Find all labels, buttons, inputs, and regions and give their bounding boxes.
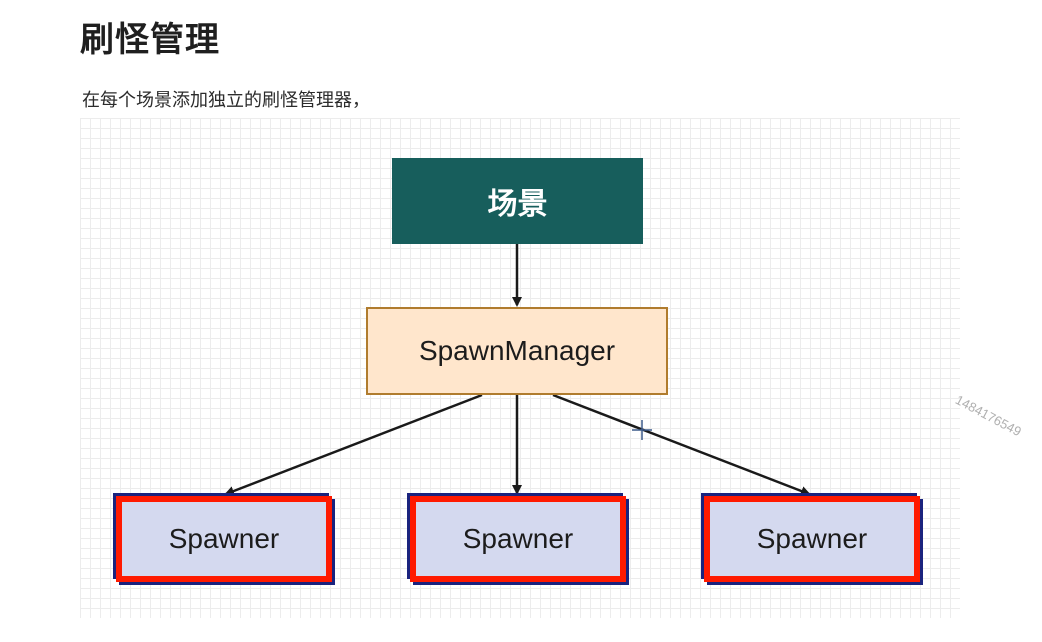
crosshair-cursor-icon bbox=[632, 420, 652, 440]
diagram-canvas: 场景 SpawnManager Spawner Spawner Spawner bbox=[80, 118, 960, 618]
diagram-edges bbox=[224, 244, 811, 496]
spawn-manager-node[interactable]: SpawnManager bbox=[366, 307, 668, 395]
spawner-node-left[interactable]: Spawner bbox=[116, 496, 332, 582]
page-title: 刷怪管理 bbox=[80, 20, 220, 60]
spawner-node-right[interactable]: Spawner bbox=[704, 496, 920, 582]
watermark: 1484176549 bbox=[952, 392, 1024, 440]
scene-node[interactable]: 场景 bbox=[392, 158, 643, 244]
edge-manager-to-spawner-left bbox=[224, 393, 483, 496]
edge-manager-to-spawner-right bbox=[552, 393, 811, 496]
spawner-node-middle[interactable]: Spawner bbox=[410, 496, 626, 582]
page-description: 在每个场景添加独立的刷怪管理器， bbox=[82, 90, 370, 111]
